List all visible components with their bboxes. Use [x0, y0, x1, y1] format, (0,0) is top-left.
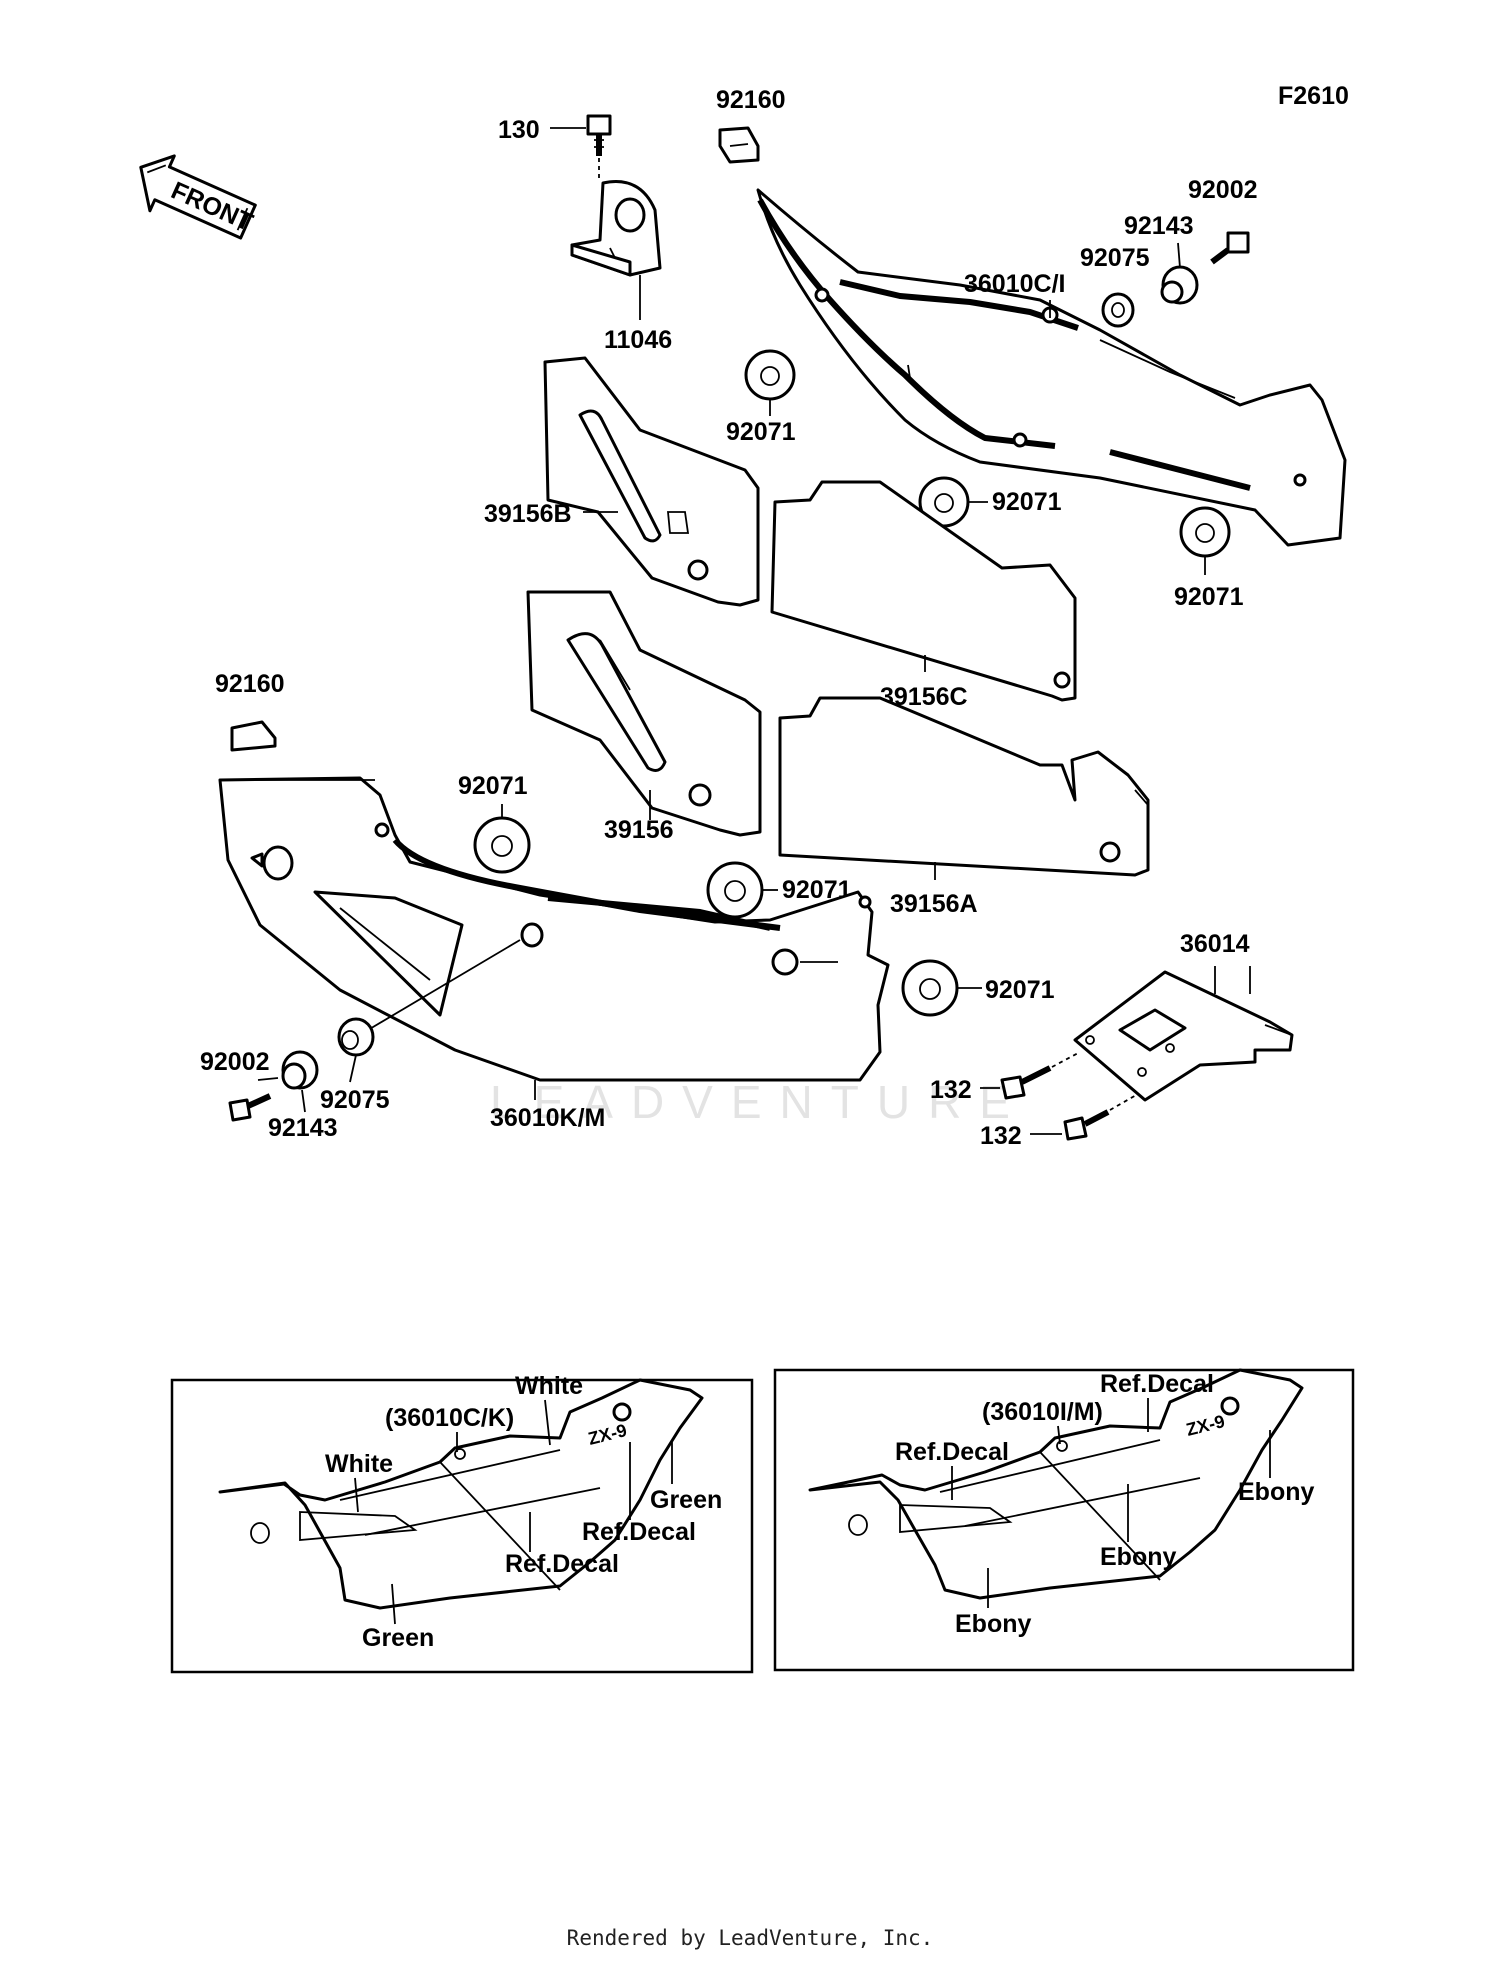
callout-92160-top: 92160 [716, 86, 786, 114]
grommet-92071-c-icon [1179, 506, 1231, 558]
callout-92002-top: 92002 [1188, 176, 1258, 204]
callout-92071-c: 92071 [1174, 583, 1244, 611]
inset-right-ref-decal-left: Ref.Decal [895, 1438, 1009, 1466]
callout-92143-top: 92143 [1124, 212, 1194, 240]
bolt-132-b-icon [1063, 1109, 1110, 1141]
grommet-92071-a-icon [744, 349, 796, 401]
upper-side-cowl-36010C-I [756, 188, 1347, 547]
callout-132-b: 132 [980, 1122, 1022, 1150]
inset-right-ebony-mid: Ebony [1100, 1543, 1176, 1571]
plate-36014 [1073, 970, 1294, 1102]
lower-side-cowl-36010K-M [218, 776, 890, 1082]
grommet-92071-d-icon [473, 816, 531, 874]
callout-36010C-I: 36010C/I [964, 270, 1065, 298]
clip-92160-left-icon [230, 720, 277, 752]
callout-92143-bottom: 92143 [268, 1114, 338, 1142]
inset-left-ref-decal-mid: Ref.Decal [505, 1550, 619, 1578]
grommet-92075-top-icon [1101, 292, 1135, 328]
grommet-92071-f-icon [901, 959, 959, 1017]
inset-left-white-top: White [515, 1372, 583, 1400]
callout-36010K-M: 36010K/M [490, 1104, 605, 1132]
callout-39156: 39156 [604, 816, 674, 844]
figure-code: F2610 [1278, 82, 1349, 110]
panel-39156 [526, 590, 762, 837]
callout-92075-bottom: 92075 [320, 1086, 390, 1114]
inset-right-ebony-right: Ebony [1238, 1478, 1314, 1506]
panel-39156B [543, 356, 760, 607]
callout-92071-a: 92071 [726, 418, 796, 446]
bolt-92002-top-icon [1210, 231, 1250, 265]
bracket-11046 [570, 180, 662, 277]
callout-11046: 11046 [604, 326, 672, 354]
inset-left-green-bottom: Green [362, 1624, 434, 1652]
inset-left-ref-decal-right: Ref.Decal [582, 1518, 696, 1546]
callout-132-a: 132 [930, 1076, 972, 1104]
bolt-130-icon [586, 114, 612, 156]
footer-credit: Rendered by LeadVenture, Inc. [566, 1926, 934, 1950]
callout-92071-d: 92071 [458, 772, 528, 800]
color-inset-left: ZX-9 [170, 1378, 754, 1674]
callout-130: 130 [498, 116, 540, 144]
front-arrow-icon: FRONT [139, 154, 257, 240]
bolt-92002-bottom-icon [228, 1093, 272, 1122]
clip-92160-top-icon [718, 126, 760, 164]
callout-92160-left: 92160 [215, 670, 285, 698]
collar-92143-top-icon [1160, 265, 1199, 305]
callout-39156A: 39156A [890, 890, 978, 918]
callout-39156B: 39156B [484, 500, 572, 528]
color-inset-right: ZX-9 [773, 1368, 1355, 1672]
watermark: LEADVENTURE [490, 1076, 1028, 1128]
callout-92002-bottom: 92002 [200, 1048, 270, 1076]
callout-92075-top: 92075 [1080, 244, 1150, 272]
callout-36014: 36014 [1180, 930, 1250, 958]
callout-92071-b: 92071 [992, 488, 1062, 516]
grommet-92071-e-icon [706, 861, 764, 919]
inset-left-green-right: Green [650, 1486, 722, 1514]
inset-left-white-left: White [325, 1450, 393, 1478]
inset-left-ref: (36010C/K) [385, 1404, 514, 1432]
grommet-92075-bottom-icon [337, 1017, 375, 1057]
inset-right-ref-decal-top: Ref.Decal [1100, 1370, 1214, 1398]
panel-39156C [770, 480, 1077, 702]
callout-92071-f: 92071 [985, 976, 1055, 1004]
inset-right-ref: (36010I/M) [982, 1398, 1103, 1426]
collar-92143-bottom-icon [281, 1050, 319, 1090]
panel-39156A [778, 696, 1150, 877]
bolt-132-a-icon [1000, 1065, 1052, 1100]
inset-right-ebony-bottom: Ebony [955, 1610, 1031, 1638]
